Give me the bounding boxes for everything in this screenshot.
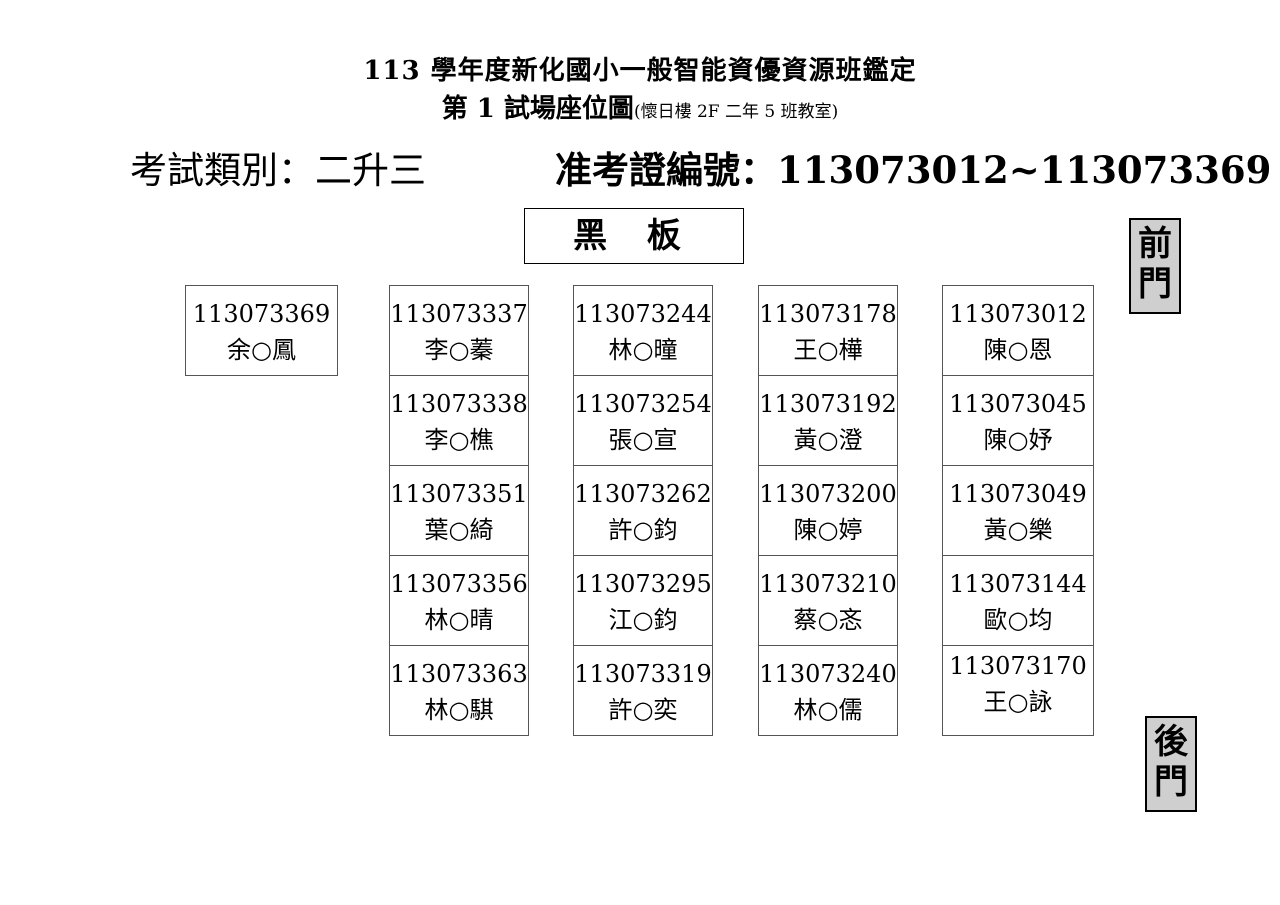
- seat-ticket-number: 113073337: [390, 300, 528, 328]
- seat: 113073144 歐○均: [942, 555, 1094, 646]
- seat-student-name: 王○樺: [793, 336, 863, 364]
- seat-column-4: 113073178 王○樺 113073192 黃○澄 113073200 陳○婷 1…: [758, 285, 898, 736]
- seat: 113073240 林○儒: [758, 645, 898, 736]
- seat-student-name: 江○鈞: [608, 606, 678, 634]
- seat-ticket-number: 113073356: [390, 570, 528, 598]
- seat: 113073200 陳○婷: [758, 465, 898, 556]
- seat-ticket-number: 113073295: [574, 570, 712, 598]
- seat-ticket-number: 113073012: [949, 300, 1087, 328]
- seat-student-name: 許○鈞: [608, 516, 678, 544]
- seat-student-name: 林○曈: [608, 336, 678, 364]
- seat-ticket-number: 113073254: [574, 390, 712, 418]
- seat-column-1: 113073369 余○鳳: [185, 285, 338, 376]
- seat: 113073254 張○宣: [573, 375, 713, 466]
- seat-ticket-number: 113073240: [759, 660, 897, 688]
- page-title: 113 學年度新化國小一般智能資優資源班鑑定: [363, 56, 917, 86]
- seat: 113073295 江○鈞: [573, 555, 713, 646]
- seat-student-name: 李○樵: [424, 426, 494, 454]
- seat: 113073244 林○曈: [573, 285, 713, 376]
- seat-student-name: 葉○綺: [424, 516, 494, 544]
- seat-student-name: 林○騏: [424, 696, 494, 724]
- seat: 113073012 陳○恩: [942, 285, 1094, 376]
- seat-ticket-number: 113073192: [759, 390, 897, 418]
- seat: 113073045 陳○妤: [942, 375, 1094, 466]
- seat-student-name: 歐○均: [983, 606, 1053, 634]
- seat-ticket-number: 113073244: [574, 300, 712, 328]
- seat-column-2: 113073337 李○蓁 113073338 李○樵 113073351 葉○綺 1…: [389, 285, 529, 736]
- seat-student-name: 林○晴: [424, 606, 494, 634]
- seat: 113073192 黃○澄: [758, 375, 898, 466]
- subtitle-note: (懷日樓 2F 二年 5 班教室): [633, 102, 839, 122]
- seat-ticket-number: 113073262: [574, 480, 712, 508]
- seat: 113073337 李○蓁: [389, 285, 529, 376]
- seat-student-name: 蔡○忞: [793, 606, 863, 634]
- seat-ticket-number: 113073144: [949, 570, 1087, 598]
- ticket-range: 准考證編號：113073012~113073369: [555, 148, 1272, 192]
- seat: 113073049 黃○樂: [942, 465, 1094, 556]
- seat: 113073319 許○奕: [573, 645, 713, 736]
- seat-ticket-number: 113073170: [949, 652, 1087, 680]
- seat: 113073178 王○樺: [758, 285, 898, 376]
- seat: 113073351 葉○綺: [389, 465, 529, 556]
- seat-student-name: 許○奕: [608, 696, 678, 724]
- seat-student-name: 陳○婷: [793, 516, 863, 544]
- exam-category: 考試類別：二升三: [130, 149, 426, 192]
- seat-student-name: 陳○妤: [983, 426, 1053, 454]
- seat: 113073363 林○騏: [389, 645, 529, 736]
- seat: 113073210 蔡○忞: [758, 555, 898, 646]
- seat-ticket-number: 113073049: [949, 480, 1087, 508]
- seat-student-name: 王○詠: [983, 688, 1053, 716]
- seat-student-name: 陳○恩: [983, 336, 1053, 364]
- seat-ticket-number: 113073045: [949, 390, 1087, 418]
- blackboard: 黑 板: [524, 208, 744, 264]
- seat-ticket-number: 113073210: [759, 570, 897, 598]
- seat-ticket-number: 113073363: [390, 660, 528, 688]
- seat: 113073262 許○鈞: [573, 465, 713, 556]
- page-subtitle: 第 1 試場座位圖(懷日樓 2F 二年 5 班教室): [0, 88, 1280, 125]
- seat-student-name: 張○宣: [608, 426, 678, 454]
- seat-student-name: 余○鳳: [227, 336, 296, 364]
- seat: 113073338 李○樵: [389, 375, 529, 466]
- seat: 113073356 林○晴: [389, 555, 529, 646]
- seat-ticket-number: 113073351: [390, 480, 528, 508]
- seat-ticket-number: 113073200: [759, 480, 897, 508]
- subtitle-main: 第 1 試場座位圖: [441, 94, 634, 124]
- front-door: 前門: [1129, 218, 1181, 314]
- seat-column-3: 113073244 林○曈 113073254 張○宣 113073262 許○鈞 1…: [573, 285, 713, 736]
- seat-student-name: 李○蓁: [424, 336, 494, 364]
- seat-ticket-number: 113073369: [192, 300, 331, 328]
- seat-column-5: 113073012 陳○恩 113073045 陳○妤 113073049 黃○樂 1…: [942, 285, 1094, 736]
- back-door: 後門: [1145, 716, 1197, 812]
- seat-student-name: 黃○澄: [793, 426, 863, 454]
- seat-student-name: 黃○樂: [983, 516, 1053, 544]
- seat-ticket-number: 113073338: [390, 390, 528, 418]
- seat-ticket-number: 113073319: [574, 660, 712, 688]
- seat: 113073170 王○詠: [942, 645, 1094, 736]
- seat: 113073369 余○鳳: [185, 285, 338, 376]
- seat-ticket-number: 113073178: [759, 300, 897, 328]
- seat-student-name: 林○儒: [793, 696, 863, 724]
